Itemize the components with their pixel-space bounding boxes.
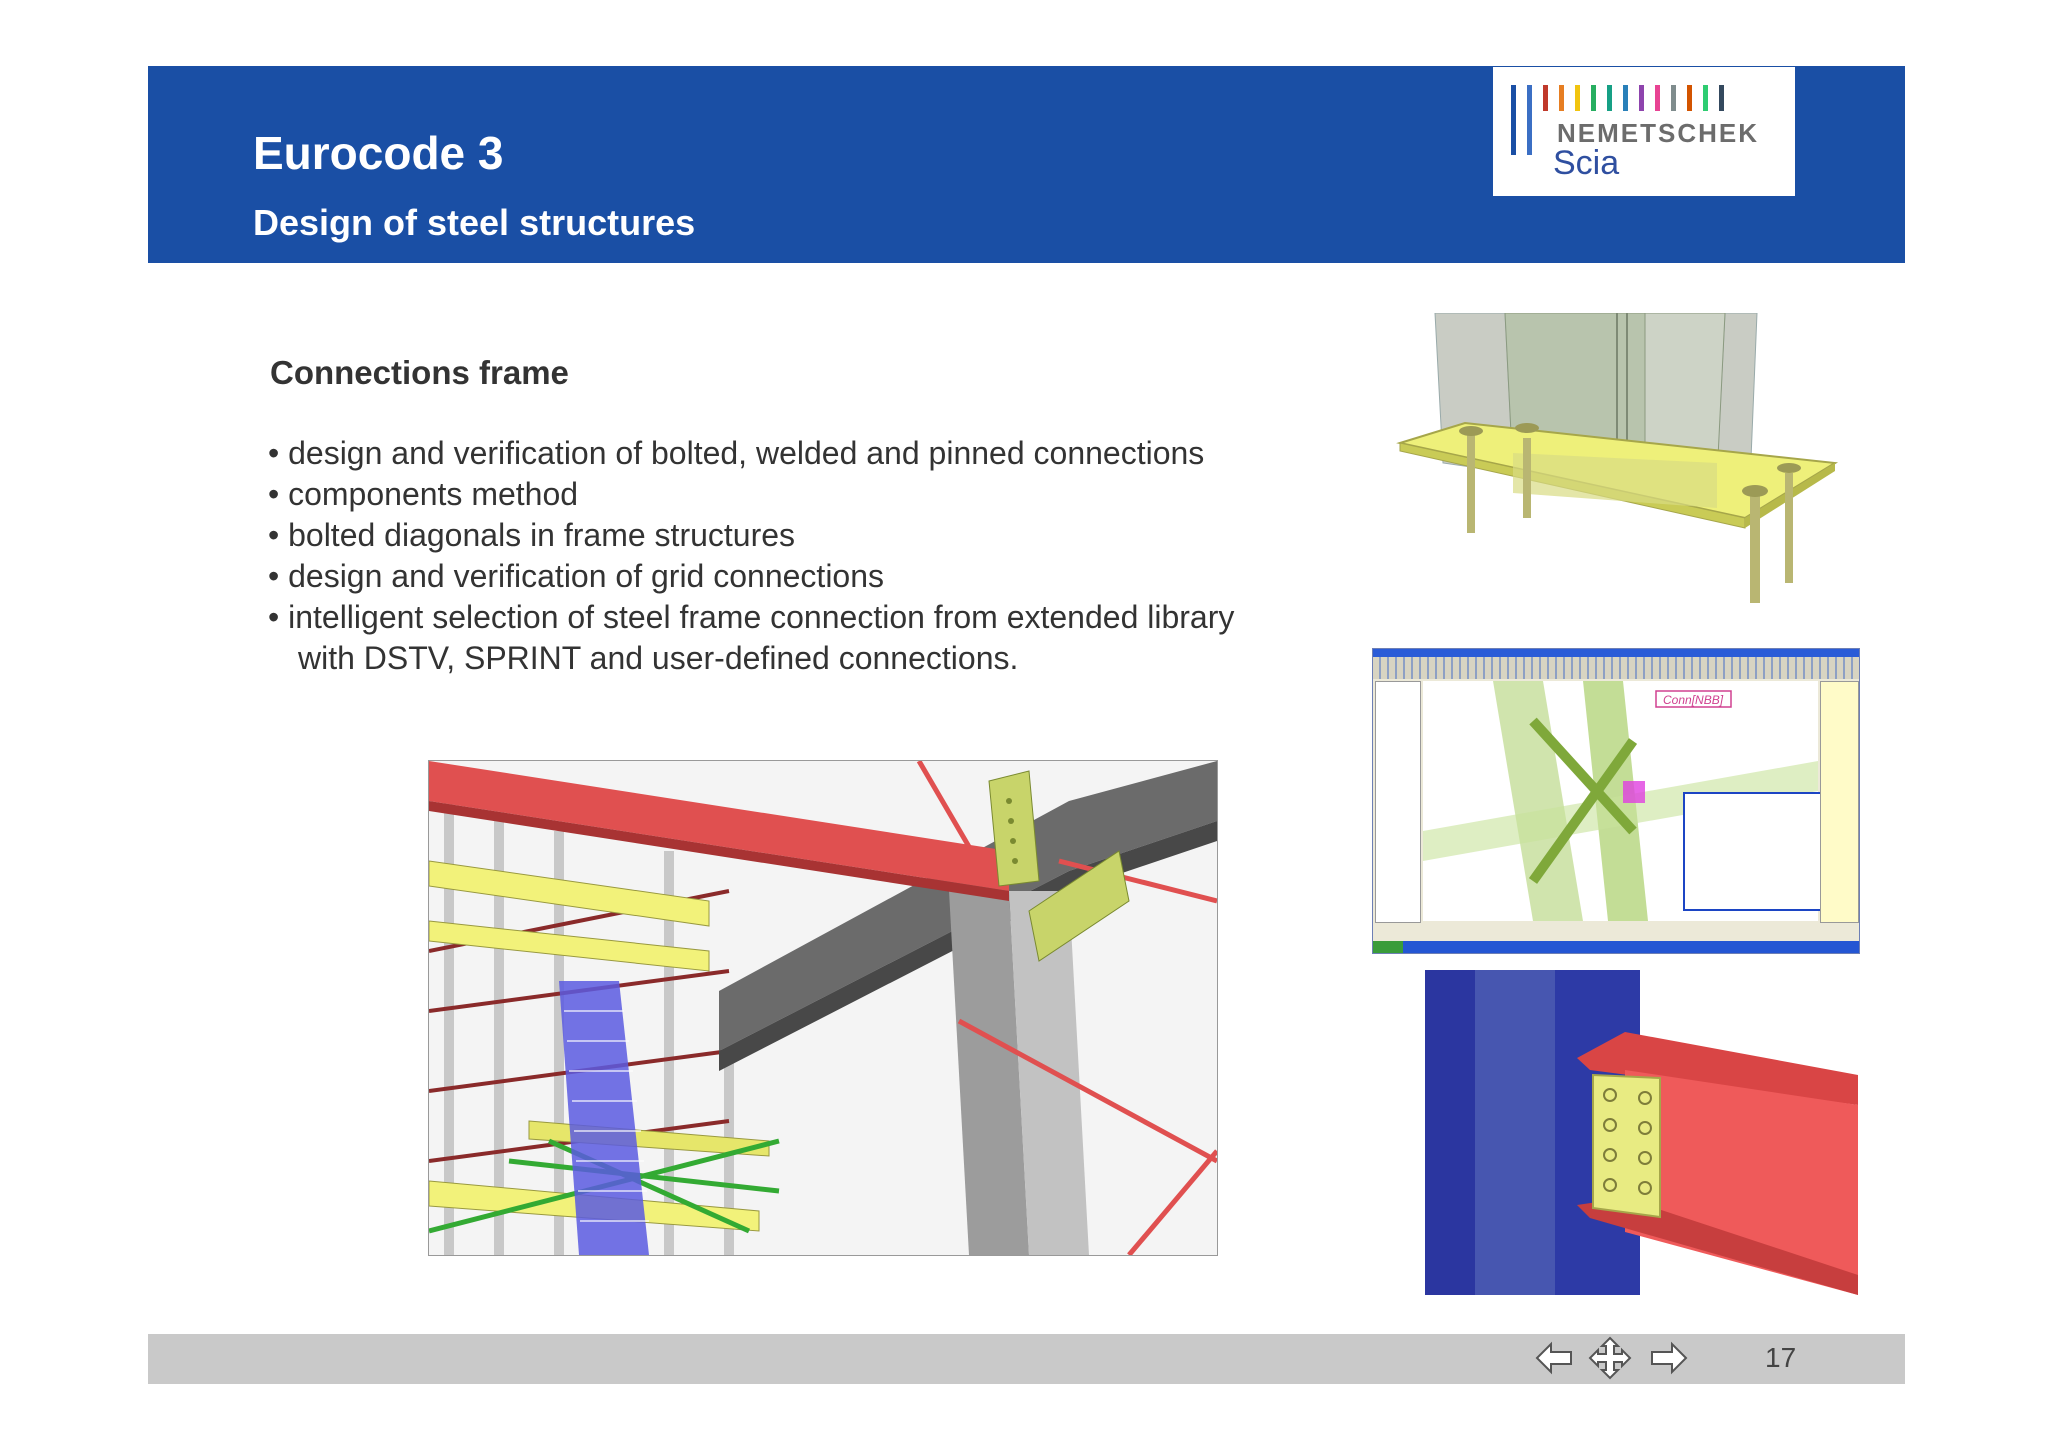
logo-stripe	[1623, 85, 1628, 111]
logo-stripe	[1543, 85, 1548, 111]
bullet-item: • bolted diagonals in frame structures	[268, 517, 796, 553]
logo-stripes-icon	[1511, 85, 1724, 155]
logo-word-nemetschek: NEMETSCHEK	[1557, 118, 1760, 148]
slide-header: Eurocode 3 Design of steel structures NE…	[148, 66, 1905, 263]
logo-stripe	[1591, 85, 1596, 111]
logo-stripe	[1703, 85, 1708, 111]
start-button	[1373, 941, 1403, 953]
beam-column-connection-image	[1425, 970, 1858, 1295]
logo-stripe	[1655, 85, 1660, 111]
logo-stripe	[1639, 85, 1644, 111]
software-screenshot-image: Conn[NBB]	[1372, 648, 1860, 954]
logo-stripe	[1527, 85, 1532, 155]
right-property-panel	[1820, 681, 1859, 923]
logo-stripe	[1559, 85, 1564, 111]
slide-subtitle: Design of steel structures	[253, 202, 696, 243]
slide-footer: 17	[148, 1334, 1905, 1384]
logo-word-scia: Scia	[1553, 144, 1620, 182]
nemetschek-scia-logo: NEMETSCHEK Scia	[1493, 67, 1795, 196]
toolbar	[1373, 657, 1859, 679]
bullet-item: • intelligent selection of steel frame c…	[268, 599, 1235, 635]
section-title: Connections frame	[270, 354, 569, 391]
logo-stripe	[1719, 85, 1724, 111]
bullet-item: • components method	[268, 476, 579, 512]
slide-title: Eurocode 3	[253, 127, 504, 179]
arrow-left-icon[interactable]	[1535, 1341, 1575, 1380]
bullet-item: • design and verification of bolted, wel…	[268, 435, 1205, 471]
move-icon[interactable]	[1588, 1336, 1632, 1385]
logo-stripe	[1687, 85, 1692, 111]
logo-stripe	[1671, 85, 1676, 111]
page-number: 17	[1765, 1342, 1797, 1373]
logo-stripe	[1575, 85, 1580, 111]
taskbar	[1373, 941, 1859, 953]
logo-stripe	[1607, 85, 1612, 111]
arrow-right-icon[interactable]	[1648, 1341, 1688, 1380]
steel-frame-structure-image	[428, 760, 1218, 1256]
logo-stripe	[1511, 85, 1516, 155]
window-titlebar	[1373, 649, 1859, 657]
bullet-item: • design and verification of grid connec…	[268, 558, 885, 594]
bullet-item-continuation: with DSTV, SPRINT and user-defined conne…	[298, 640, 1019, 676]
left-tree-panel	[1375, 681, 1421, 923]
bullet-list: • design and verification of bolted, wel…	[268, 433, 1234, 679]
connection-label: Conn[NBB]	[1663, 693, 1724, 707]
base-plate-image	[1395, 313, 1855, 613]
